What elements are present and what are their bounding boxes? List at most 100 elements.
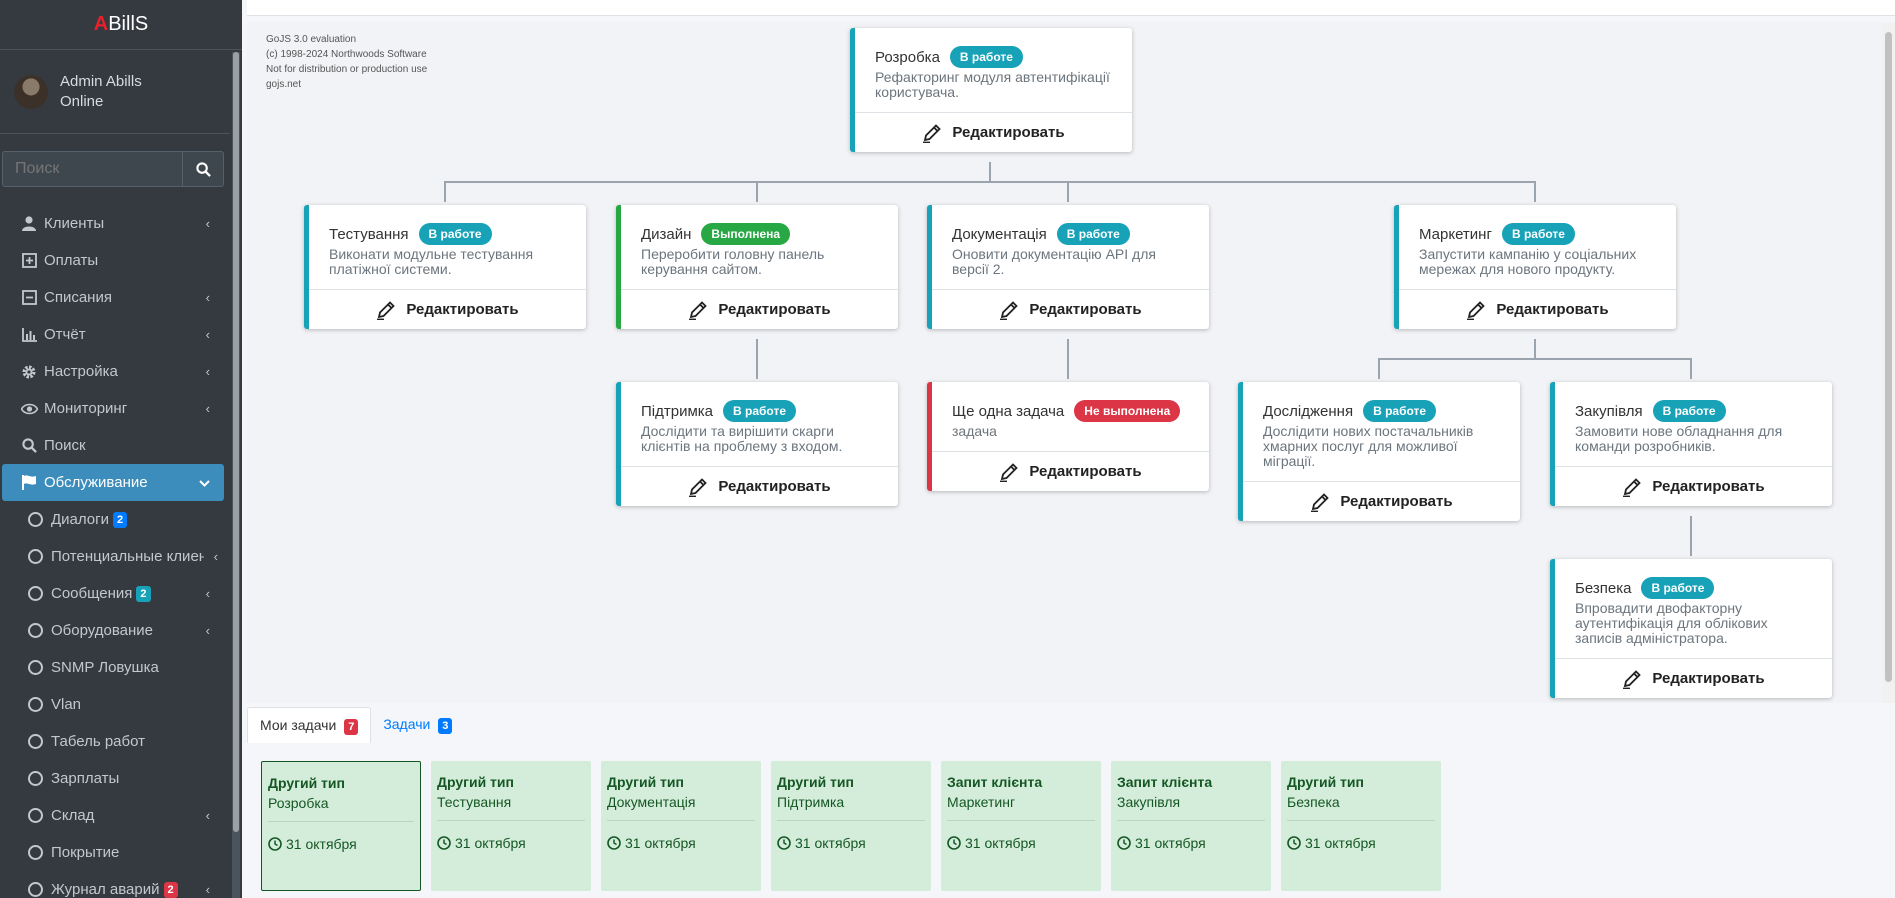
node-title: Підтримка — [641, 402, 714, 420]
node-title: Маркетинг — [1419, 225, 1492, 243]
edit-button[interactable]: Редактировать — [621, 466, 898, 506]
sidebar-menu: Клиенты ‹ Оплаты Списания ‹ Отчёт ‹ Наст… — [0, 205, 242, 898]
sidebar-sub-item-equipment[interactable]: Оборудование ‹ — [0, 612, 224, 649]
pencil-icon — [689, 477, 708, 497]
sidebar-item-label: Потенциальные клиенты — [51, 548, 204, 565]
edit-button[interactable]: Редактировать — [855, 112, 1132, 152]
edit-button[interactable]: Редактировать — [621, 289, 898, 329]
diagram-scrollbar[interactable] — [1883, 22, 1895, 703]
task-card[interactable]: Другий тип Розробка 31 октября — [261, 761, 421, 891]
chevron-left-icon: ‹ — [213, 549, 218, 564]
task-card[interactable]: Запит клієнта Закупівля 31 октября — [1111, 761, 1271, 891]
task-card[interactable]: Другий тип Підтримка 31 октября — [771, 761, 931, 891]
chevron-left-icon: ‹ — [205, 401, 210, 416]
task-node-support[interactable]: Підтримка В работе Дослідити та вирішити … — [616, 382, 898, 506]
node-title: Закупівля — [1575, 402, 1643, 420]
minus-square-icon — [20, 289, 38, 307]
pencil-icon — [1623, 477, 1642, 497]
sidebar-item-label: Vlan — [51, 696, 82, 713]
task-diagram[interactable]: GoJS 3.0 evaluation (c) 1998-2024 Northw… — [247, 22, 1883, 703]
edit-label: Редактировать — [1496, 301, 1609, 318]
task-name: Тестування — [437, 794, 585, 821]
sidebar-search-input[interactable] — [2, 151, 182, 187]
task-type: Другий тип — [437, 774, 514, 790]
edit-button[interactable]: Редактировать — [932, 451, 1209, 491]
task-tabs: Мои задачи 7 Задачи 3 — [247, 707, 464, 743]
pencil-icon — [377, 300, 396, 320]
status-badge: В работе — [723, 400, 797, 422]
task-name: Документація — [607, 794, 755, 821]
sidebar-item-label: Списания — [44, 289, 112, 306]
sidebar-item-settings[interactable]: Настройка ‹ — [0, 353, 224, 390]
task-type: Запит клієнта — [947, 774, 1043, 790]
sidebar-sub-item-messages[interactable]: Сообщения 2 ‹ — [0, 575, 224, 612]
tab-tasks[interactable]: Задачи 3 — [371, 707, 464, 743]
node-description: Рефакторинг модуля автентифікації корист… — [875, 69, 1110, 100]
status-badge: В работе — [949, 46, 1023, 68]
chevron-left-icon: ‹ — [205, 290, 210, 305]
task-card[interactable]: Другий тип Тестування 31 октября — [431, 761, 591, 891]
sidebar-item-monitoring[interactable]: Мониторинг ‹ — [0, 390, 224, 427]
user-panel[interactable]: Admin Abills Online — [0, 50, 230, 134]
chevron-left-icon: ‹ — [205, 327, 210, 342]
brand-rest: BillS — [108, 13, 149, 35]
sidebar-search-button[interactable] — [182, 151, 224, 187]
sidebar-item-label: Обслуживание — [44, 474, 148, 491]
pencil-icon — [1623, 669, 1642, 689]
sidebar-item-label: Склад — [51, 807, 95, 824]
sidebar-sub-item-coverage[interactable]: Покрытие — [0, 834, 224, 871]
count-badge: 3 — [438, 718, 453, 734]
sidebar-sub-item-dialogs[interactable]: Диалоги 2 — [0, 501, 224, 538]
edit-button[interactable]: Редактировать — [1555, 466, 1832, 506]
edit-button[interactable]: Редактировать — [1399, 289, 1676, 329]
edit-button[interactable]: Редактировать — [309, 289, 586, 329]
sidebar-sub-item-snmp[interactable]: SNMP Ловушка — [0, 649, 224, 686]
sidebar-item-payments[interactable]: Оплаты — [0, 242, 224, 279]
edit-label: Редактировать — [952, 124, 1065, 141]
edit-button[interactable]: Редактировать — [1243, 481, 1520, 521]
chevron-down-icon — [199, 475, 210, 490]
edit-button[interactable]: Редактировать — [1555, 658, 1832, 698]
clock-icon — [268, 837, 282, 851]
task-type: Запит клієнта — [1117, 774, 1213, 790]
sidebar-sub-item-alarm-log[interactable]: Журнал аварий 2 ‹ — [0, 871, 224, 898]
task-card[interactable]: Другий тип Безпека 31 октября — [1281, 761, 1441, 891]
sidebar-item-service[interactable]: Обслуживание — [2, 464, 224, 501]
tab-my-tasks[interactable]: Мои задачи 7 — [247, 707, 372, 743]
sidebar-item-charges[interactable]: Списания ‹ — [0, 279, 224, 316]
sidebar-sub-item-timesheet[interactable]: Табель работ — [0, 723, 224, 760]
sidebar-item-search[interactable]: Поиск — [0, 427, 224, 464]
task-date: 31 октября — [1305, 835, 1376, 851]
sidebar-sub-item-leads[interactable]: Потенциальные клиенты ‹ — [0, 538, 224, 575]
edit-button[interactable]: Редактировать — [932, 289, 1209, 329]
node-description: Виконати модульне тестування платіжної с… — [329, 246, 534, 277]
task-card[interactable]: Запит клієнта Маркетинг 31 октября — [941, 761, 1101, 891]
chevron-left-icon: ‹ — [205, 882, 210, 897]
sidebar-item-label: Клиенты — [44, 215, 105, 232]
node-description: Впровадити двофакторну аутентифікація дл… — [1575, 600, 1768, 646]
sidebar-scrollbar[interactable] — [232, 52, 240, 898]
sidebar-item-clients[interactable]: Клиенты ‹ — [0, 205, 224, 242]
sidebar-sub-item-salaries[interactable]: Зарплаты — [0, 760, 224, 797]
sidebar-sub-item-warehouse[interactable]: Склад ‹ — [0, 797, 224, 834]
sidebar-sub-item-vlan[interactable]: Vlan — [0, 686, 224, 723]
circle-icon — [28, 697, 43, 712]
gear-icon — [20, 363, 38, 381]
node-description: Дослідити та вирішити скарги клієнтів на… — [641, 423, 843, 454]
avatar[interactable] — [14, 74, 48, 109]
user-name[interactable]: Admin Abills — [60, 72, 142, 90]
status-badge: В работе — [1056, 223, 1130, 245]
task-card[interactable]: Другий тип Документація 31 октября — [601, 761, 761, 891]
sidebar-item-reports[interactable]: Отчёт ‹ — [0, 316, 224, 353]
